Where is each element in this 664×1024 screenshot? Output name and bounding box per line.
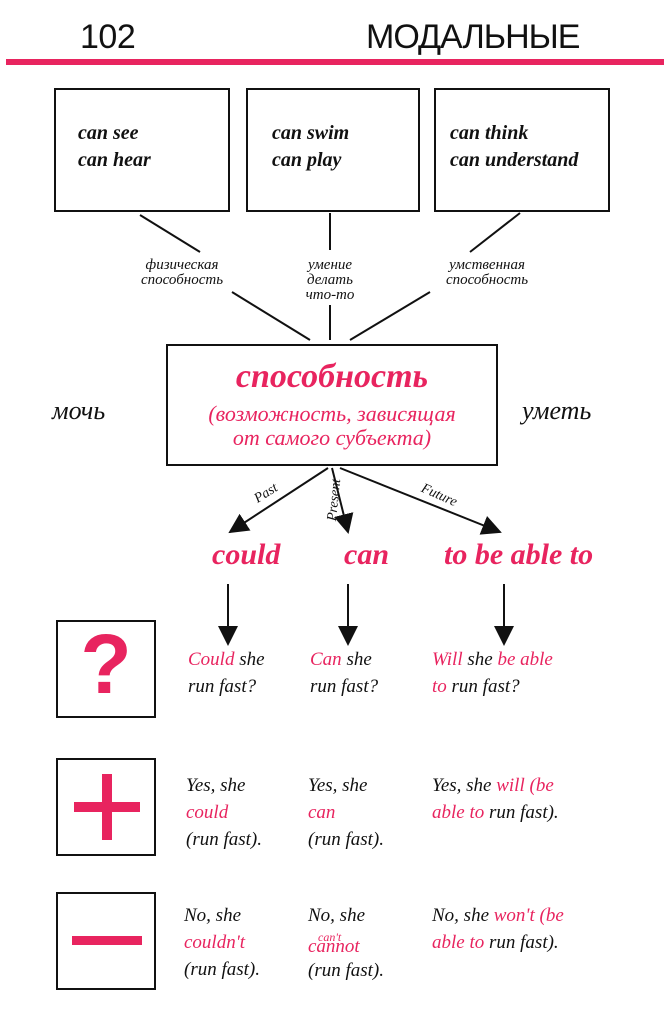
cell-text: she [234,649,265,670]
positive-past: Yes, she could (run fast). [186,772,262,853]
negative-past: No, she couldn't (run fast). [184,902,260,983]
modal-word: couldn't [184,932,246,953]
form-be-able-to: to be able to [444,538,594,571]
modal-word: will (be [496,775,554,796]
cell-text: Yes, she [432,775,497,796]
modal-word: Could [188,649,235,670]
positive-present: Yes, she can (run fast). [308,772,384,853]
modal-word: Can [310,649,342,670]
plus-symbol-box [56,758,156,856]
central-subtitle: (возможность, зависящая от самого субъек… [166,402,498,450]
label-line: умение [307,257,353,273]
cell-text: she [462,649,498,670]
label-physical-ability: физическая способность [126,258,238,288]
cell-text: run fast? [446,676,520,697]
label-skill: умение делать что-то [290,258,370,303]
example-box-physical [54,88,230,212]
question-mark-icon: ? [80,617,132,711]
question-present: Can she run fast? [310,646,378,700]
question-future: Will she be able to run fast? [432,646,553,700]
plus-icon-bar [74,802,140,812]
box-line: can see [78,122,139,144]
side-word-left: мочь [52,396,106,425]
page-number: 102 [80,18,136,56]
cell-text: she [341,649,372,670]
box-line: can swim [272,122,350,144]
box-line: can understand [450,149,579,171]
cell-text: (run fast). [186,829,262,850]
example-box-skill [246,88,420,212]
modal-word: to [432,676,447,697]
box-line: can think [450,122,529,144]
modal-word: can [308,802,336,823]
negative-present: No, she cannot (run fast). [308,902,384,984]
modal-word: cannot [308,936,360,957]
cell-text: No, she [432,905,494,926]
header-rule [6,59,664,65]
question-symbol-box: ? [56,617,156,718]
minus-icon [72,936,142,945]
page-title: МОДАЛЬНЫЕ [366,18,580,56]
box-text-skill: can swim can play [272,120,349,174]
cell-text: (run fast). [308,960,384,981]
cell-text: (run fast). [184,959,260,980]
label-line: физическая [145,257,219,273]
form-could: could [212,538,281,571]
cell-text: (run fast). [308,829,384,850]
minus-symbol-box [56,892,156,990]
ability-central-box [166,344,498,466]
modal-word: be able [497,649,553,670]
box-line: can play [272,149,342,171]
box-text-mental: can think can understand [450,120,578,174]
example-box-mental [434,88,610,212]
central-title: способность [235,358,429,395]
label-line: способность [140,272,224,288]
label-line: умственная [449,257,525,273]
subtitle-line: от самого субъекта) [232,425,432,450]
label-line: способность [445,272,529,288]
cell-text: No, she [184,905,241,926]
modal-word: could [186,802,229,823]
cell-text: Yes, she [186,775,246,796]
modal-word: able to [432,932,485,953]
label-line: делать [307,272,353,288]
cell-text: run fast). [484,802,559,823]
label-mental-ability: умственная способность [430,258,544,288]
negative-future: No, she won't (be able to run fast). [432,902,564,956]
subtitle-line: (возможность, зависящая [208,401,456,426]
cell-text: run fast? [188,676,257,697]
modal-word: Will [432,649,463,670]
form-can: can [344,538,389,571]
cell-text: run fast). [484,932,559,953]
box-line: can hear [78,149,151,171]
cell-text: run fast? [310,676,379,697]
box-text-physical: can see can hear [78,120,151,174]
side-word-right: уметь [522,396,592,425]
positive-future: Yes, she will (be able to run fast). [432,772,559,826]
cell-text: Yes, she [308,775,368,796]
question-past: Could she run fast? [188,646,265,700]
modal-word: won't (be [493,905,564,926]
cell-text: No, she [308,905,365,926]
label-line: что-то [305,287,355,303]
contraction-note: can't [318,930,342,944]
modal-word: able to [432,802,485,823]
